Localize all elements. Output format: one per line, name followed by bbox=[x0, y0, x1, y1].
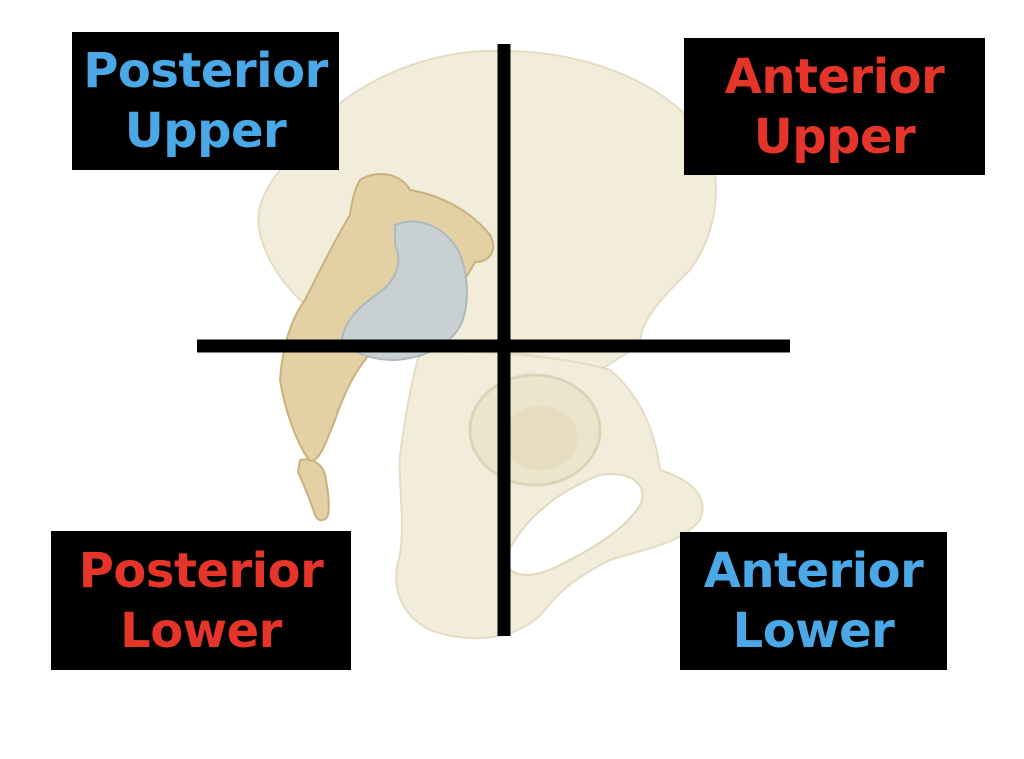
anterior-upper-line2: Upper bbox=[753, 108, 916, 165]
obturator-foramen bbox=[503, 473, 644, 576]
anterior-upper-line1: Anterior bbox=[724, 48, 945, 105]
posterior-lower-line1: Posterior bbox=[78, 542, 324, 599]
posterior-upper-label: Posterior Upper bbox=[72, 32, 339, 170]
anterior-upper-label: Anterior Upper bbox=[684, 38, 985, 175]
acetabulum-fossa bbox=[502, 406, 578, 470]
posterior-lower-label: Posterior Lower bbox=[51, 531, 351, 670]
sacrum bbox=[278, 173, 495, 522]
posterior-lower-line2: Lower bbox=[120, 602, 282, 659]
anterior-lower-label: Anterior Lower bbox=[680, 532, 947, 670]
anterior-lower-line2: Lower bbox=[732, 603, 895, 659]
posterior-upper-line1: Posterior bbox=[83, 43, 328, 99]
anterior-lower-line1: Anterior bbox=[703, 543, 924, 599]
auricular-cartilage bbox=[340, 220, 468, 362]
posterior-upper-line2: Upper bbox=[124, 103, 287, 159]
coccyx bbox=[296, 458, 330, 522]
